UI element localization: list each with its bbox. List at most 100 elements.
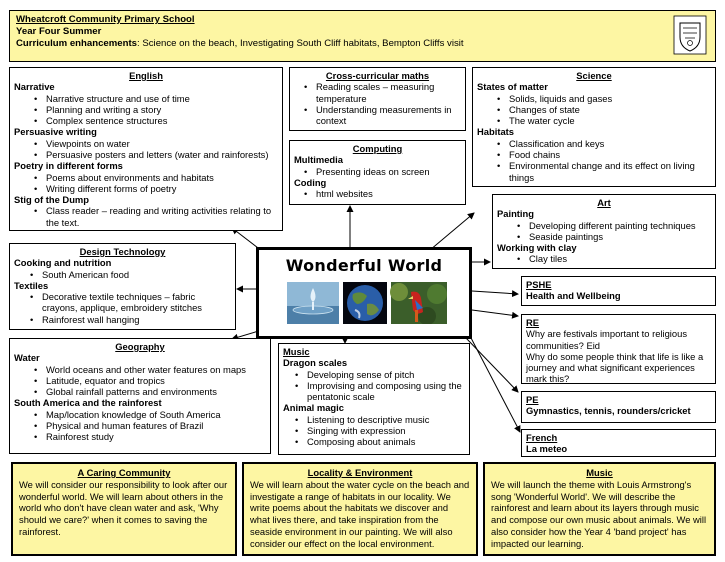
science-panel: Science States of matter Solids, liquids… bbox=[472, 67, 716, 187]
re-title: RE bbox=[526, 317, 540, 328]
geography-title: Geography bbox=[115, 341, 165, 352]
computing-list-multimedia: Presenting ideas on screen bbox=[304, 166, 461, 178]
english-heading-poetry: Poetry in different forms bbox=[14, 160, 123, 172]
curriculum-line: Curriculum enhancements: Science on the … bbox=[16, 38, 709, 50]
list-item: Global rainfall patterns and environment… bbox=[34, 386, 266, 398]
caring-community-text: We will consider our responsibility to l… bbox=[19, 478, 228, 537]
english-title: English bbox=[129, 70, 163, 81]
re-panel: RE Why are festivals important to religi… bbox=[521, 314, 716, 384]
design-technology-panel: Design Technology Cooking and nutrition … bbox=[9, 243, 236, 330]
science-heading-habitats: Habitats bbox=[477, 126, 514, 138]
locality-environment-panel: Locality & Environment We will learn abo… bbox=[242, 462, 478, 556]
geography-heading-south-america: South America and the rainforest bbox=[14, 397, 162, 409]
computing-list-coding: html websites bbox=[304, 188, 461, 200]
dt-heading-textiles: Textiles bbox=[14, 279, 49, 291]
music-theme-title: Music bbox=[586, 467, 613, 478]
geography-panel: Geography Water World oceans and other w… bbox=[9, 338, 271, 454]
header-banner: Wheatcroft Community Primary School Year… bbox=[9, 10, 716, 62]
dt-list-cooking: South American food bbox=[30, 269, 231, 281]
caring-community-panel: A Caring Community We will consider our … bbox=[11, 462, 237, 556]
pe-text: Gymnastics, tennis, rounders/cricket bbox=[526, 405, 691, 417]
curriculum-text: : Science on the beach, Investigating So… bbox=[137, 37, 464, 49]
list-item: Map/location knowledge of South America bbox=[34, 409, 266, 421]
term-title: Year Four Summer bbox=[16, 25, 102, 37]
english-list-poetry: Poems about environments and habitats Wr… bbox=[34, 172, 278, 195]
french-title: French bbox=[526, 432, 558, 443]
list-item: Understanding measurements in context bbox=[304, 104, 461, 127]
art-panel: Art Painting Developing different painti… bbox=[492, 194, 716, 269]
list-item: Food chains bbox=[497, 149, 711, 161]
computing-heading-coding: Coding bbox=[294, 176, 327, 188]
list-item: Reading scales – measuring temperature bbox=[304, 81, 461, 104]
list-item: Class reader – reading and writing activ… bbox=[34, 205, 278, 228]
english-heading-persuasive: Persuasive writing bbox=[14, 126, 97, 138]
art-title: Art bbox=[597, 197, 611, 208]
earth-globe-image bbox=[343, 282, 387, 324]
science-list-states: Solids, liquids and gases Changes of sta… bbox=[497, 93, 711, 127]
list-item: Rainforest study bbox=[34, 431, 266, 443]
pe-panel: PE Gymnastics, tennis, rounders/cricket bbox=[521, 391, 716, 423]
english-panel: English Narrative Narrative structure an… bbox=[9, 67, 283, 231]
locality-environment-title: Locality & Environment bbox=[307, 467, 413, 478]
english-list-narrative: Narrative structure and use of time Plan… bbox=[34, 93, 278, 127]
music-list-dragon: Developing sense of pitch Improvising an… bbox=[295, 369, 465, 403]
list-item: Writing different forms of poetry bbox=[34, 183, 278, 195]
topic-images bbox=[287, 282, 447, 324]
curriculum-label: Curriculum enhancements bbox=[16, 37, 138, 49]
music-heading-dragon: Dragon scales bbox=[283, 357, 348, 369]
list-item: Changes of state bbox=[497, 104, 711, 116]
list-item: Latitude, equator and tropics bbox=[34, 375, 266, 387]
list-item: World oceans and other water features on… bbox=[34, 364, 266, 376]
list-item: Developing sense of pitch bbox=[295, 369, 465, 381]
english-heading-narrative: Narrative bbox=[14, 81, 55, 93]
geography-list-south-america: Map/location knowledge of South America … bbox=[34, 409, 266, 443]
geography-list-water: World oceans and other water features on… bbox=[34, 364, 266, 398]
list-item: Planning and writing a story bbox=[34, 104, 278, 116]
pe-title: PE bbox=[526, 394, 539, 405]
dt-title: Design Technology bbox=[79, 246, 166, 257]
school-name: Wheatcroft Community Primary School bbox=[16, 14, 195, 25]
english-list-stig: Class reader – reading and writing activ… bbox=[34, 205, 278, 228]
dt-list-textiles: Decorative textile techniques – fabric c… bbox=[30, 291, 231, 326]
list-item: Viewpoints on water bbox=[34, 138, 278, 150]
science-heading-states: States of matter bbox=[477, 81, 548, 93]
list-item: Developing different painting techniques bbox=[517, 220, 711, 232]
list-item: Narrative structure and use of time bbox=[34, 93, 278, 105]
list-item: The water cycle bbox=[497, 115, 711, 127]
list-item: Seaside paintings bbox=[517, 231, 711, 243]
list-item: html websites bbox=[304, 188, 461, 200]
english-heading-stig: Stig of the Dump bbox=[14, 194, 89, 206]
art-list-clay: Clay tiles bbox=[517, 253, 711, 265]
list-item: Singing with expression bbox=[295, 425, 465, 437]
science-list-habitats: Classification and keys Food chains Envi… bbox=[497, 138, 711, 183]
maths-list: Reading scales – measuring temperature U… bbox=[304, 81, 461, 127]
list-item: Clay tiles bbox=[517, 253, 711, 265]
locality-environment-text: We will learn about the water cycle on t… bbox=[250, 478, 470, 549]
maths-panel: Cross-curricular maths Reading scales – … bbox=[289, 67, 466, 131]
art-heading-clay: Working with clay bbox=[497, 242, 577, 254]
list-item: Rainforest wall hanging bbox=[30, 314, 231, 326]
dt-heading-cooking: Cooking and nutrition bbox=[14, 257, 112, 269]
re-text: Why are festivals important to religious… bbox=[526, 328, 704, 385]
art-heading-painting: Painting bbox=[497, 208, 534, 220]
music-title: Music bbox=[283, 346, 310, 357]
list-item: Presenting ideas on screen bbox=[304, 166, 461, 178]
list-item: Decorative textile techniques – fabric c… bbox=[30, 291, 231, 314]
maths-title: Cross-curricular maths bbox=[325, 70, 430, 81]
english-list-persuasive: Viewpoints on water Persuasive posters a… bbox=[34, 138, 278, 161]
rainforest-parrot-image bbox=[390, 282, 447, 324]
pshe-panel: PSHE Health and Wellbeing bbox=[521, 276, 716, 306]
computing-title: Computing bbox=[352, 143, 403, 154]
water-drop-image bbox=[287, 282, 339, 324]
list-item: Solids, liquids and gases bbox=[497, 93, 711, 105]
pshe-text: Health and Wellbeing bbox=[526, 290, 621, 302]
art-list-painting: Developing different painting techniques… bbox=[517, 220, 711, 243]
geography-heading-water: Water bbox=[14, 352, 40, 364]
french-text: La meteo bbox=[526, 443, 568, 455]
list-item: Composing about animals bbox=[295, 436, 465, 448]
topic-title-card: Wonderful World bbox=[256, 247, 472, 339]
music-theme-text: We will launch the theme with Louis Arms… bbox=[491, 478, 707, 549]
music-heading-animal: Animal magic bbox=[283, 402, 344, 414]
computing-heading-multimedia: Multimedia bbox=[294, 154, 343, 166]
list-item: South American food bbox=[30, 269, 231, 281]
